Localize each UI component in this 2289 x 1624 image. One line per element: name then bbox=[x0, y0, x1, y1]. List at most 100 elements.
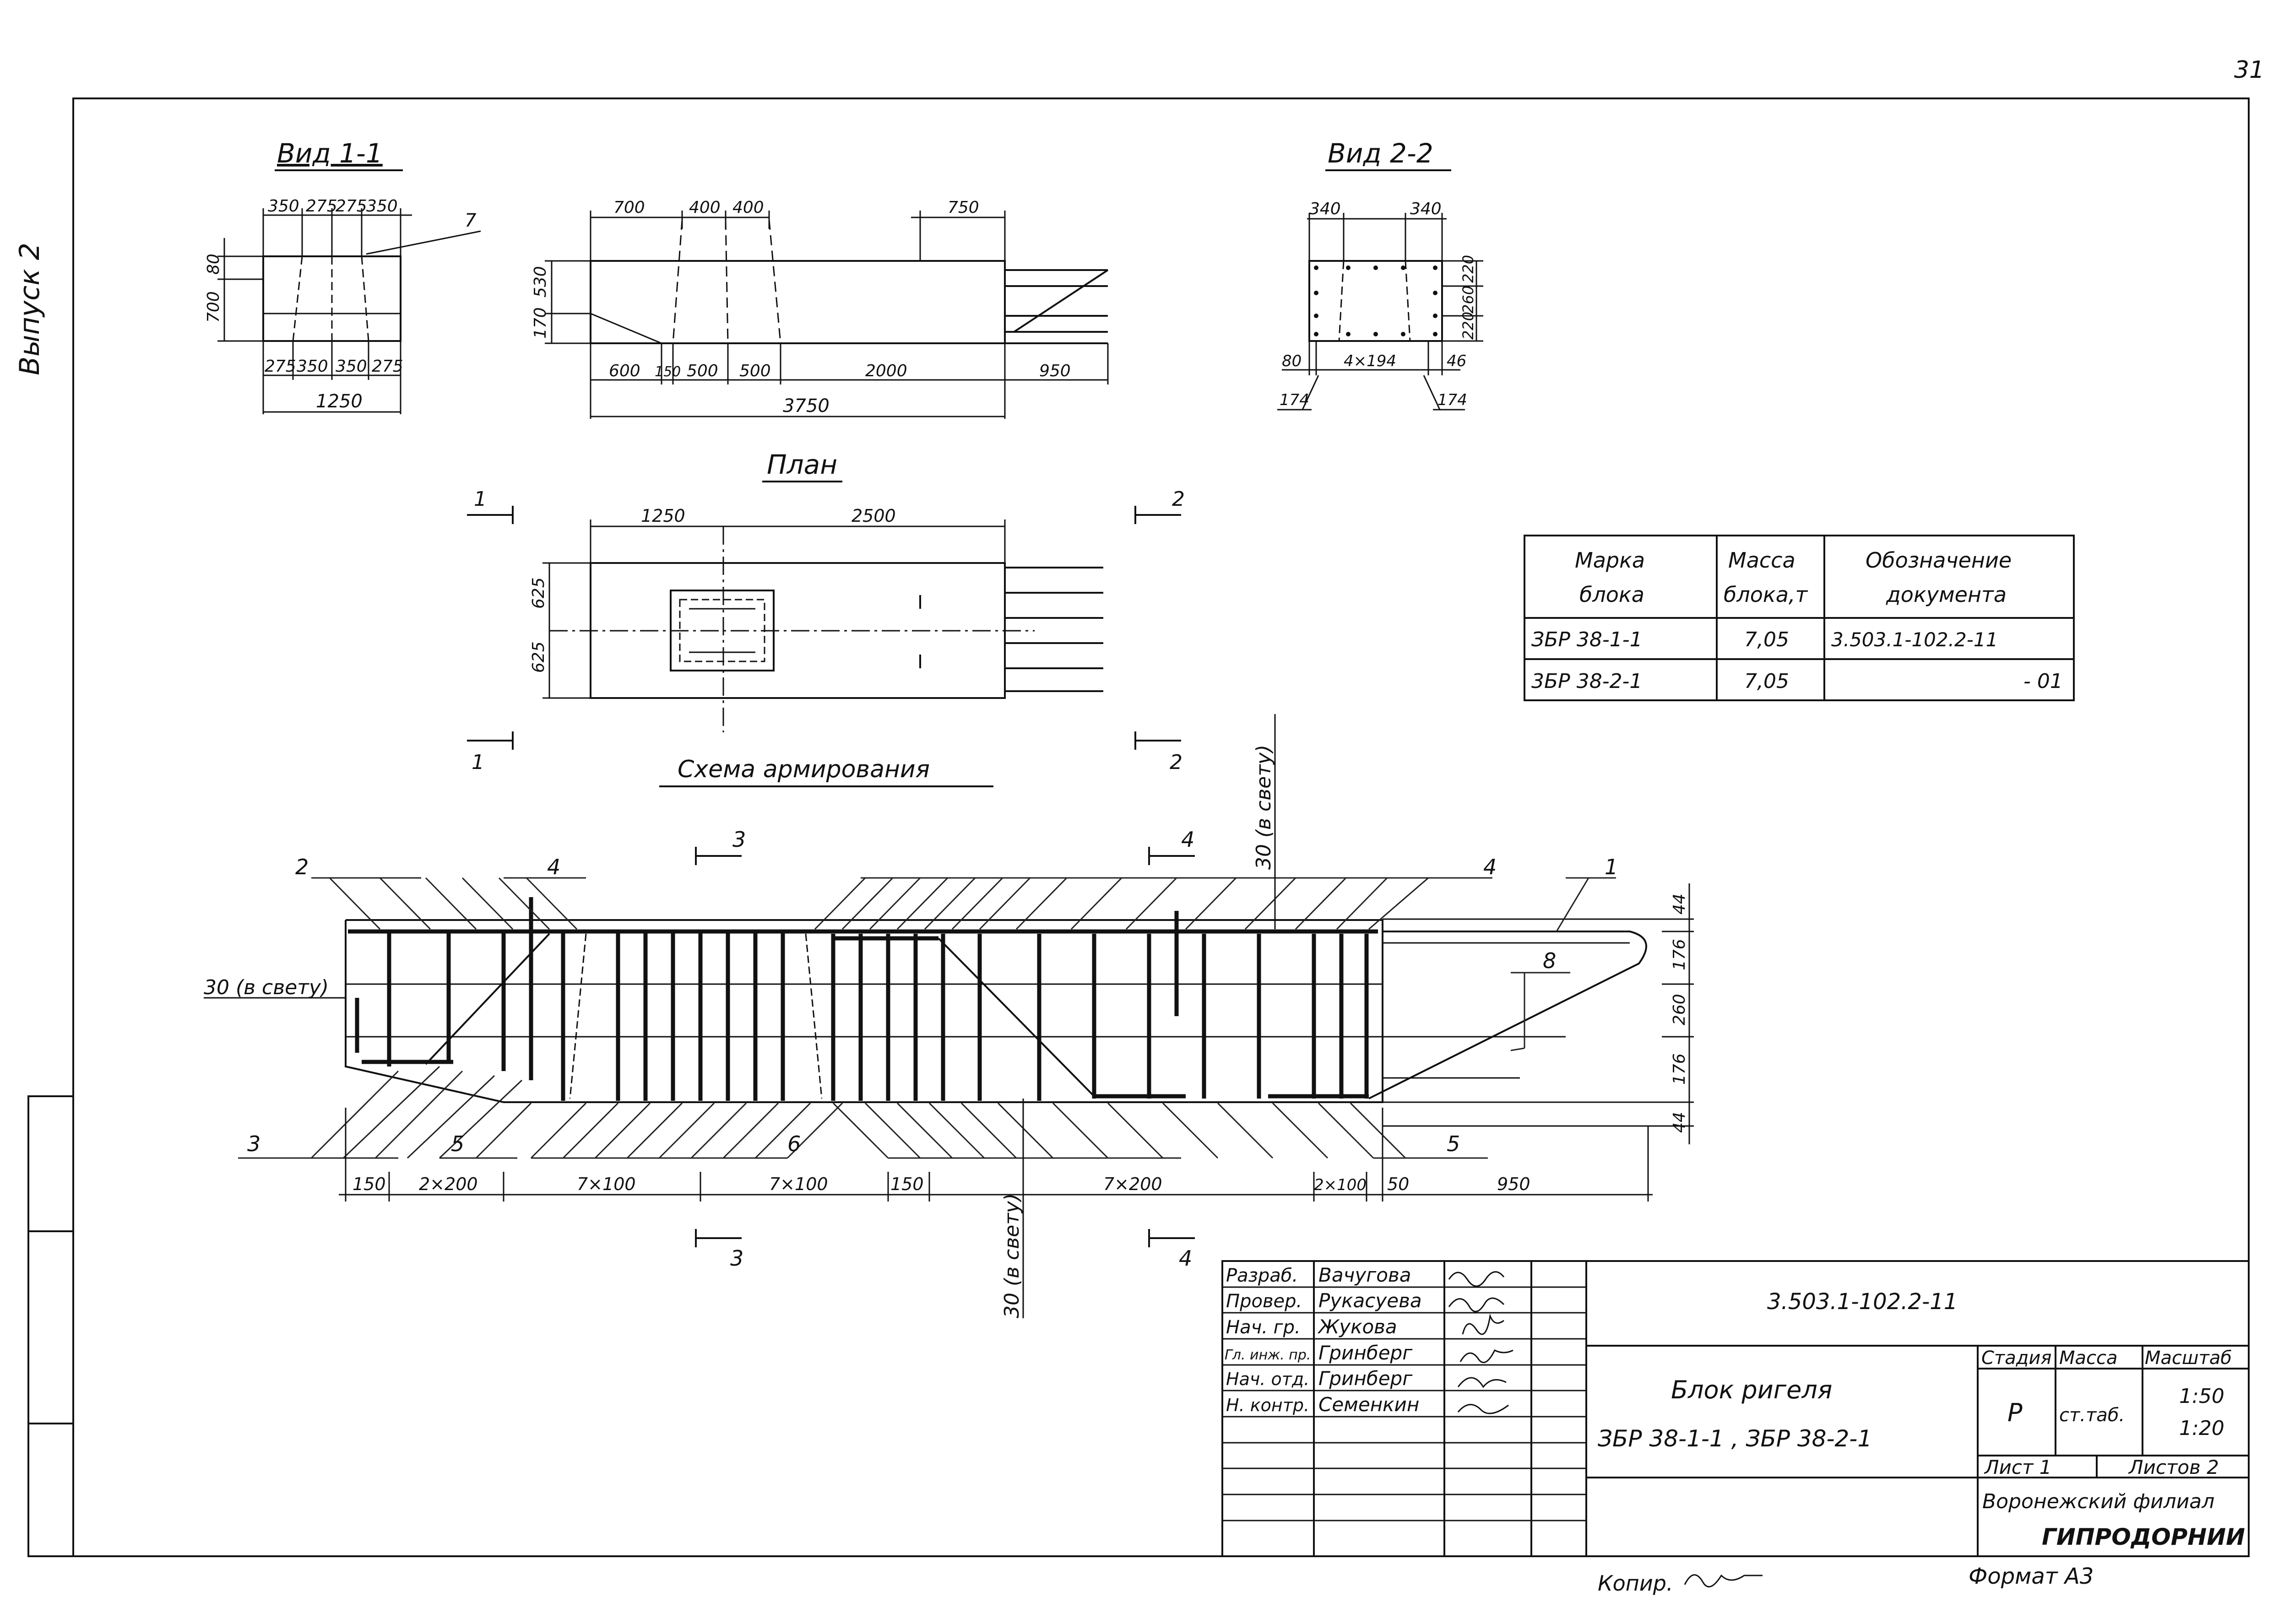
table-header-mass-2: блока,т bbox=[1724, 582, 1808, 607]
rebar-callout-1: 1 bbox=[1605, 855, 1618, 879]
view1-top-dim-4: 350 bbox=[366, 197, 398, 216]
side-left-dim-2: 170 bbox=[531, 307, 550, 339]
view2-title: Вид 2-2 bbox=[1328, 138, 1433, 169]
plan-view: План 1250 2500 625 625 1 1 bbox=[467, 449, 1185, 774]
rebar-right-dim-4: 176 bbox=[1670, 1053, 1689, 1085]
name-6: Семенкин bbox=[1318, 1393, 1419, 1416]
plan-top-dim-1: 1250 bbox=[641, 506, 685, 526]
table-row-2-mass: 7,05 bbox=[1744, 670, 1789, 693]
table-header-doc-1: Обозначение bbox=[1866, 548, 2012, 573]
view1-bottom-dim-2: 350 bbox=[297, 357, 328, 376]
side-note: Выпуск 2 bbox=[14, 243, 46, 375]
rebar-leaders-bottom bbox=[238, 1066, 1488, 1159]
view2-sub-dim-1: 174 bbox=[1280, 391, 1309, 409]
rebar-clear-left: 30 (в свету) bbox=[204, 976, 329, 999]
title-line-1: Блок ригеля bbox=[1671, 1375, 1832, 1404]
side-top-dim-2: 400 bbox=[689, 198, 721, 217]
rebar-clear-bottom: 30 (в свету) bbox=[1000, 1193, 1024, 1318]
signature-scribbles bbox=[1448, 1271, 1513, 1414]
plan-section-2-bottom: 2 bbox=[1170, 751, 1182, 774]
side-top-dim-3: 400 bbox=[732, 198, 764, 217]
footer-copied: Копир. bbox=[1598, 1571, 1673, 1596]
view2-right-dim-2: 260 bbox=[1459, 286, 1477, 314]
view1-title: Вид 1-1 bbox=[277, 138, 383, 169]
header-scale: Масштаб bbox=[2145, 1348, 2232, 1369]
header-mass: Масса bbox=[2059, 1348, 2118, 1369]
doc-code: 3.503.1-102.2-11 bbox=[1767, 1289, 1958, 1315]
rebar-clear-top: 30 (в свету) bbox=[1252, 745, 1275, 870]
side-bottom-dim-6: 950 bbox=[1039, 362, 1071, 380]
rebar-bottom-dim-2: 2×200 bbox=[419, 1174, 478, 1194]
side-top-dim-1: 700 bbox=[613, 198, 645, 217]
side-top-dim-4: 750 bbox=[948, 198, 979, 217]
view1-top-dim-2: 275 bbox=[306, 197, 337, 216]
rebar-scheme: Схема армирования bbox=[204, 714, 1694, 1318]
scale-value-1: 1:50 bbox=[2179, 1385, 2224, 1408]
sheet-number: Лист 1 bbox=[1984, 1456, 2052, 1478]
copier-signature bbox=[1684, 1574, 1763, 1587]
name-5: Гринберг bbox=[1318, 1367, 1413, 1390]
side-bottom-dim-1: 600 bbox=[609, 362, 640, 380]
plan-left-dim-2: 625 bbox=[529, 641, 548, 673]
view1-left-dim-1: 80 bbox=[204, 254, 223, 275]
rebar-bottom-dim-9: 950 bbox=[1497, 1174, 1530, 1194]
side-bottom-dim-5: 2000 bbox=[865, 362, 907, 380]
title-line-2: ЗБР 38-1-1 , ЗБР 38-2-1 bbox=[1598, 1425, 1872, 1452]
rebar-right-dim-3: 260 bbox=[1670, 994, 1689, 1025]
plan-title: План bbox=[767, 449, 837, 480]
table-row-1-mark: ЗБР 38-1-1 bbox=[1531, 628, 1643, 651]
plan-top-dim-2: 2500 bbox=[852, 506, 896, 526]
table-header-mass-1: Масса bbox=[1728, 548, 1795, 573]
org-line-1: Воронежский филиал bbox=[1982, 1490, 2214, 1513]
view2-bottom-dim-1: 80 bbox=[1282, 352, 1302, 370]
view2-bottom-dim-2: 4×194 bbox=[1344, 352, 1396, 370]
rebar-bottom-dim-1: 150 bbox=[353, 1174, 386, 1194]
rebar-callout-4a: 4 bbox=[547, 855, 560, 879]
table-header-mark-2: блока bbox=[1579, 582, 1644, 607]
sheets-total: Листов 2 bbox=[2128, 1456, 2219, 1478]
view-2-2: Вид 2-2 340 340 220 260 220 bbox=[1277, 138, 1483, 411]
rebar-stirrups bbox=[387, 931, 1369, 1101]
view-1-1: Вид 1-1 350 275 275 350 7 80 700 bbox=[204, 138, 481, 414]
view1-top-dim-3: 275 bbox=[336, 197, 367, 216]
view2-bottom-dim-3: 46 bbox=[1447, 352, 1466, 370]
rebar-title: Схема армирования bbox=[678, 756, 930, 783]
scale-value-2: 1:20 bbox=[2179, 1417, 2224, 1440]
rebar-callout-8: 8 bbox=[1543, 948, 1556, 973]
rebar-callout-5b: 5 bbox=[1447, 1131, 1460, 1156]
side-bottom-dim-3: 500 bbox=[687, 362, 718, 380]
plan-left-dim-1: 625 bbox=[529, 577, 548, 609]
plan-section-2-top: 2 bbox=[1172, 487, 1185, 511]
rebar-leaders-top bbox=[311, 877, 1616, 1051]
view1-callout-7: 7 bbox=[465, 210, 477, 231]
role-2: Провер. bbox=[1226, 1291, 1302, 1312]
rebar-bottom-dim-7: 2×100 bbox=[1314, 1176, 1367, 1194]
rebar-section-4-bottom: 4 bbox=[1179, 1246, 1192, 1271]
plan-section-1-top: 1 bbox=[474, 487, 487, 511]
table-row-2-doc: - 01 bbox=[2023, 670, 2063, 693]
rebar-bottom-dim-3: 7×100 bbox=[577, 1174, 636, 1194]
table-header-doc-2: документа bbox=[1886, 582, 2007, 607]
signature-grid-rows bbox=[1222, 1286, 1586, 1521]
view2-top-dim-1: 340 bbox=[1309, 200, 1341, 218]
role-6: Н. контр. bbox=[1226, 1395, 1309, 1415]
view2-rebar-dots bbox=[1314, 265, 1437, 336]
role-3: Нач. гр. bbox=[1226, 1317, 1301, 1338]
mass-value: ст.таб. bbox=[2059, 1405, 2125, 1426]
view2-right-dim-3: 220 bbox=[1459, 312, 1477, 340]
table-header-mark-1: Марка bbox=[1575, 548, 1645, 573]
plan-section-1-bottom: 1 bbox=[472, 751, 484, 774]
rebar-right-dim-2: 176 bbox=[1670, 939, 1689, 970]
rebar-bottom-dim-4: 7×100 bbox=[769, 1174, 828, 1194]
rebar-bottom-dim-8: 50 bbox=[1387, 1174, 1409, 1194]
left-margin-strip bbox=[27, 1095, 74, 1557]
rebar-section-3-top: 3 bbox=[732, 827, 746, 852]
view2-right-dim-1: 220 bbox=[1459, 255, 1477, 283]
role-1: Разраб. bbox=[1226, 1265, 1298, 1286]
rebar-bottom-dim-6: 7×200 bbox=[1103, 1174, 1162, 1194]
table-row-1-mass: 7,05 bbox=[1744, 628, 1789, 651]
footer-format: Формат А3 bbox=[1969, 1564, 2094, 1589]
name-1: Вачугова bbox=[1318, 1264, 1411, 1286]
role-5: Нач. отд. bbox=[1226, 1369, 1309, 1389]
stage-value: Р bbox=[2007, 1398, 2023, 1427]
